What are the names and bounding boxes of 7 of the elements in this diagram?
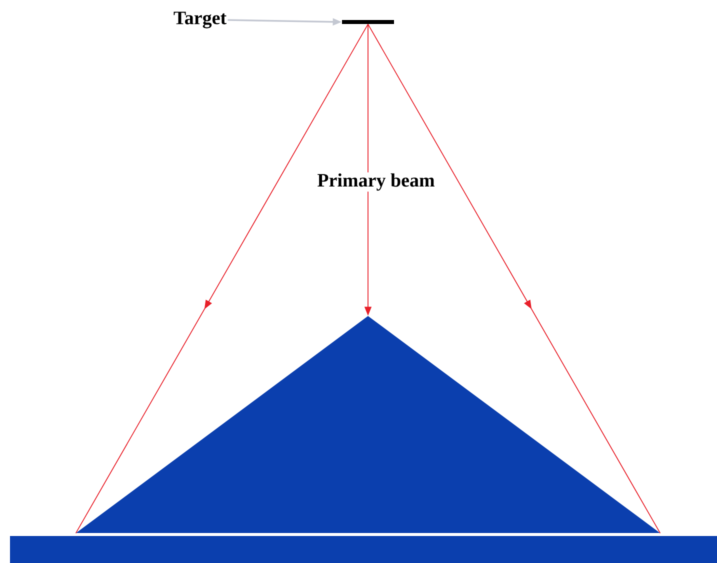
target-label: Target <box>174 12 226 28</box>
base-plate <box>10 536 717 563</box>
arrow <box>75 24 368 534</box>
target-bar <box>342 20 394 24</box>
arrow <box>368 24 661 534</box>
triangle-block <box>76 316 660 533</box>
edge-label: Primary beam <box>318 173 434 191</box>
